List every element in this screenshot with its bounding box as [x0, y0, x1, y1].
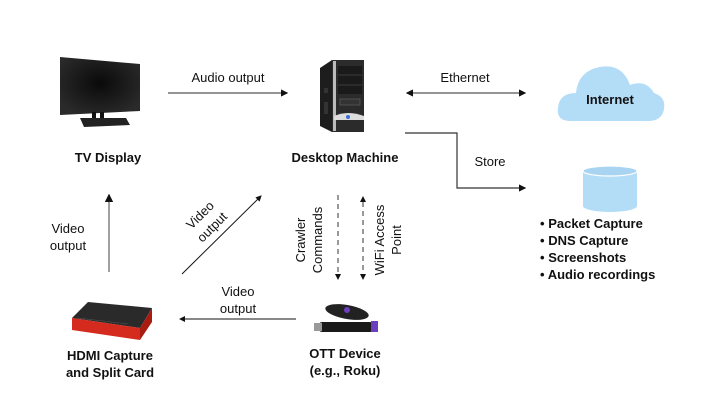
wifi-label-line2: Point [389, 225, 404, 255]
streaming-stick-icon [314, 304, 378, 332]
ott-label-line1: OTT Device [309, 346, 381, 361]
store-label: Store [474, 154, 506, 169]
storage-item: • Audio recordings [540, 267, 656, 282]
ott-label-line2: (e.g., Roku) [309, 363, 381, 378]
audio-output-label: Audio output [191, 70, 265, 85]
desktop-machine-label: Desktop Machine [291, 150, 399, 165]
storage-list: • Packet Capture • DNS Capture • Screens… [540, 215, 655, 283]
database-icon [582, 165, 638, 212]
storage-item: • Screenshots [540, 250, 627, 265]
desktop-tower-icon [320, 60, 364, 132]
ethernet-label: Ethernet [440, 70, 490, 85]
storage-item: • DNS Capture [540, 233, 629, 248]
crawler-label-line2: Commands [310, 206, 325, 274]
monitor-icon [60, 57, 140, 127]
hdmi-label-line1: HDMI Capture [67, 348, 153, 363]
video-diagonal-arrow [181, 195, 262, 275]
storage-item: • Packet Capture [540, 216, 643, 231]
crawler-label-line1: Crawler [293, 217, 308, 263]
video-up-label-line2: output [49, 238, 87, 253]
hdmi-label-line2: and Split Card [65, 365, 155, 380]
internet-label: Internet [586, 92, 634, 107]
wifi-access-point-label: WiFi Access Point [371, 195, 407, 285]
crawler-commands-label: Crawler Commands [292, 200, 328, 280]
video-left-label-line2: output [219, 301, 257, 316]
cloud-icon [557, 66, 665, 121]
tv-display-label: TV Display [74, 150, 142, 165]
wifi-label-line1: WiFi Access [372, 204, 387, 276]
capture-card-icon [72, 302, 152, 340]
store-arrow [405, 132, 527, 192]
video-left-label-line1: Video [221, 284, 255, 299]
video-up-label-line1: Video [51, 221, 85, 236]
